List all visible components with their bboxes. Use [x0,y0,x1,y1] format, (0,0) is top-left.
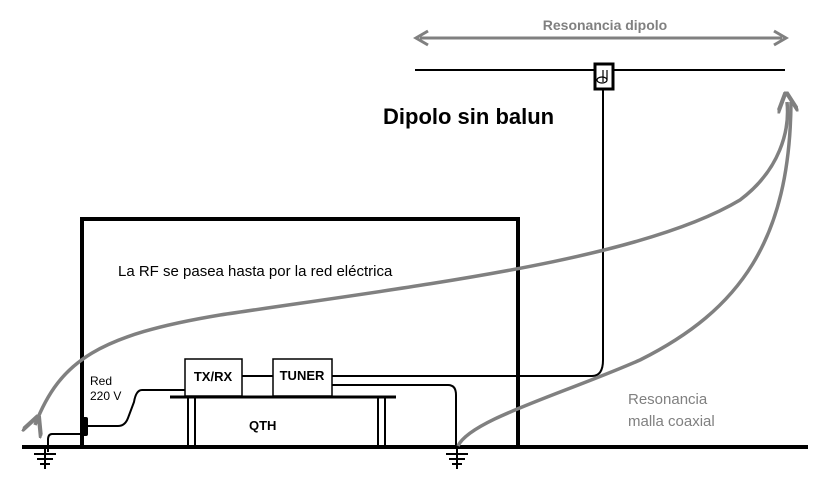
mains-plug-icon [81,417,88,436]
house-outline [80,217,520,449]
rf-path-arrow-mains [35,102,787,425]
diagram-title: Dipolo sin balun [383,104,554,129]
coax-resonance-label-line1: Resonancia [628,391,708,408]
feedpoint-connector-icon [593,62,615,91]
mains-label-line2: 220 V [90,389,121,403]
table [170,395,396,446]
tuner-ground-wire [332,384,457,447]
dipole-resonance-label: Resonancia dipolo [543,17,667,33]
ground-icon [446,449,468,469]
ground-icon [34,449,56,469]
coax-cable [332,89,604,377]
rf-note: La RF se pasea hasta por la red eléctric… [118,263,393,280]
dipole-resonance-arrow [413,29,789,47]
tuner-label: TUNER [280,368,325,383]
rf-path-arrow-coax [456,101,793,447]
mains-ground-wire [47,433,82,452]
qth-label: QTH [249,418,276,433]
txrx-label: TX/RX [194,369,233,384]
coax-resonance-label-line2: malla coaxial [628,413,715,430]
mains-label-line1: Red [90,374,112,388]
